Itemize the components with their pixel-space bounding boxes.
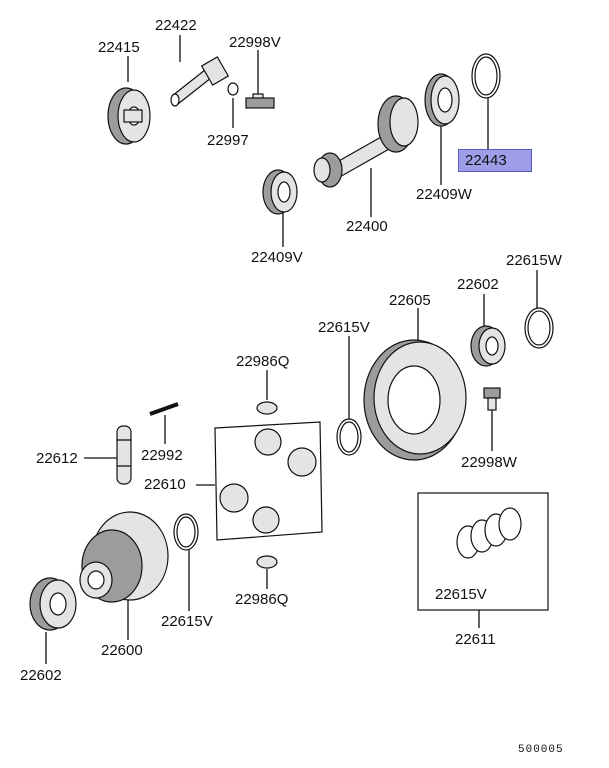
label-22998W[interactable]: 22998W [461,454,517,471]
leader-lines [45,35,538,664]
label-22605[interactable]: 22605 [389,292,431,309]
label-22422[interactable]: 22422 [155,17,197,34]
label-22986Q-top[interactable]: 22986Q [236,353,290,370]
label-22986Q-bottom[interactable]: 22986Q [235,591,289,608]
shaft-22612 [116,425,132,485]
bolt-22998W [483,387,501,411]
spacer-set-22611 [417,492,549,611]
gear-set-22610 [214,421,323,541]
label-22602-top[interactable]: 22602 [457,276,499,293]
gear-22415 [107,87,151,145]
label-22615V-left[interactable]: 22615V [161,613,213,630]
label-22992[interactable]: 22992 [141,447,183,464]
label-22998V[interactable]: 22998V [229,34,281,51]
label-22602-bottom[interactable]: 22602 [20,667,62,684]
pin-22992 [149,402,179,416]
label-22611[interactable]: 22611 [455,631,496,648]
bearing-22409V [262,169,298,215]
label-22409V[interactable]: 22409V [251,249,303,266]
ring-gear-22605 [363,339,467,461]
shim-22443 [471,53,501,99]
diagram-code: 500005 [518,744,564,756]
label-22997[interactable]: 22997 [207,132,249,149]
washer-22997 [227,82,239,96]
washer-22986Q-bottom [256,555,278,569]
spacer-22615W [524,307,554,349]
label-22443[interactable]: 22443 [458,149,532,172]
label-22610[interactable]: 22610 [144,476,186,493]
label-22612[interactable]: 22612 [36,450,78,467]
label-22409W[interactable]: 22409W [416,186,472,203]
diff-case-22600 [79,511,169,603]
bolt-22998V [245,93,275,109]
washer-22986Q-top [256,401,278,415]
spacer-22615V-left [173,513,199,551]
shaft-22422 [170,56,230,107]
label-22615W[interactable]: 22615W [506,252,562,269]
label-22400[interactable]: 22400 [346,218,388,235]
label-22615V-right[interactable]: 22615V [435,586,487,603]
bearing-22409W [424,73,460,127]
label-22415[interactable]: 22415 [98,39,140,56]
label-22615V-mid[interactable]: 22615V [318,319,370,336]
bearing-22602-top [470,325,506,367]
shaft-22400 [313,95,419,188]
bearing-22602-bottom [29,577,77,631]
spacer-22615V-mid [336,418,362,456]
label-22600[interactable]: 22600 [101,642,143,659]
